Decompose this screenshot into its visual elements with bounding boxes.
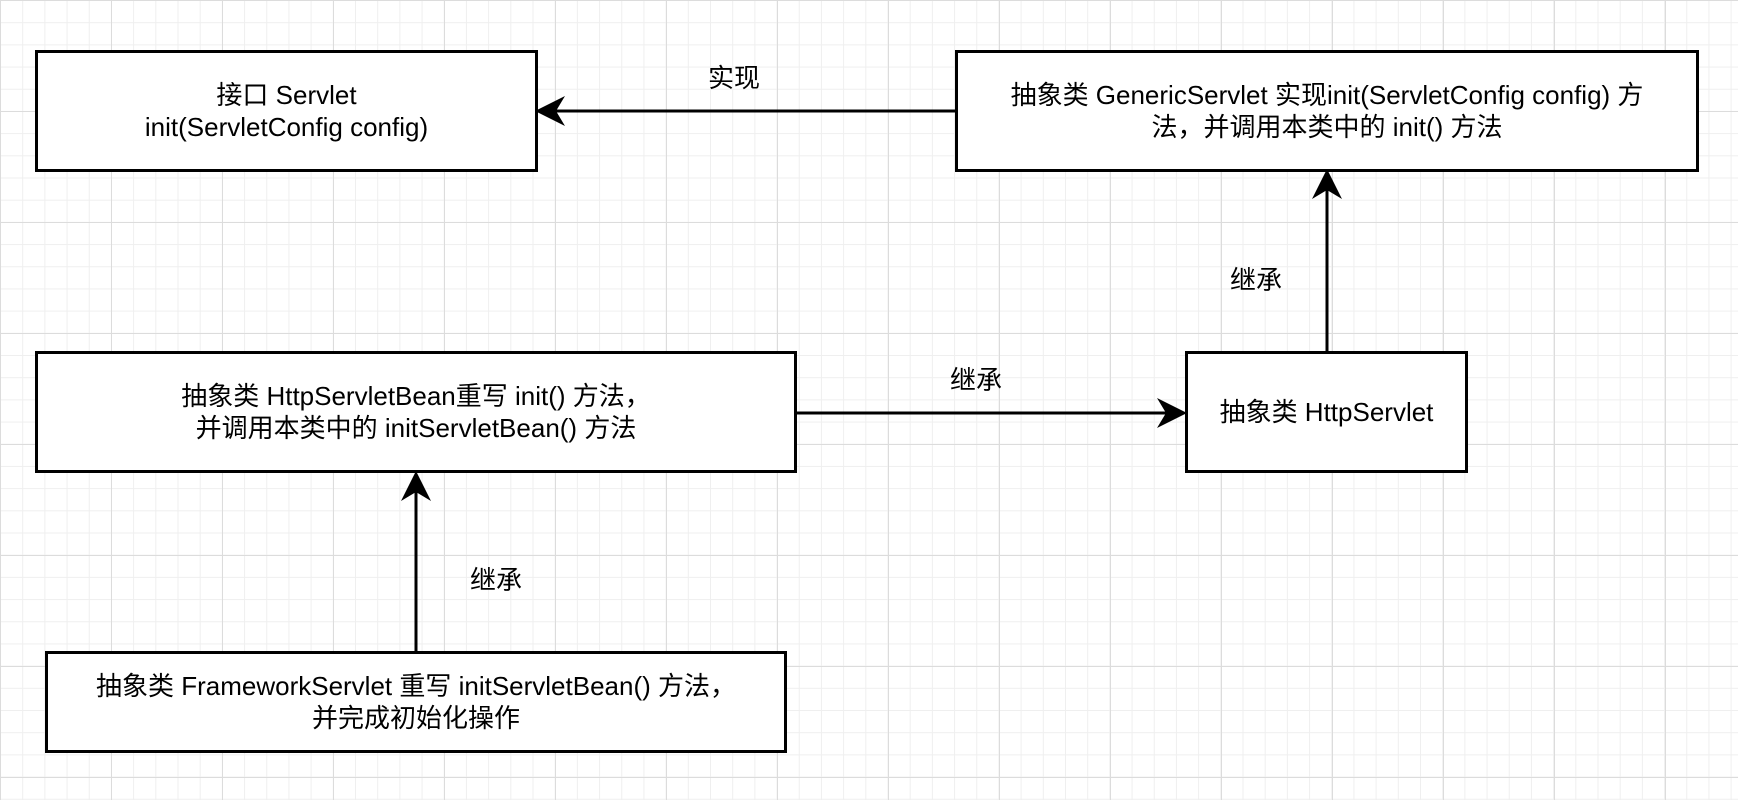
framework-servlet-line1: 抽象类 FrameworkServlet 重写 initServletBean(… (95, 670, 737, 701)
framework-servlet-line2: 并完成初始化操作 (311, 703, 520, 733)
servlet-interface-title: 接口 Servlet (216, 79, 357, 110)
http-servlet-title: 抽象类 HttpServlet (1219, 396, 1434, 427)
edge-label-extends-framework: 继承 (470, 565, 523, 595)
generic-servlet-line2: 法，并调用本类中的 init() 方法 (1151, 112, 1503, 142)
generic-servlet-line1: 抽象类 GenericServlet 实现init(ServletConfig … (1010, 79, 1644, 110)
servlet-interface-box: 接口 Servlet init(ServletConfig config) (35, 50, 538, 172)
generic-servlet-box: 抽象类 GenericServlet 实现init(ServletConfig … (955, 50, 1699, 172)
edge-label-extends-httpservlet: 继承 (1230, 265, 1283, 295)
framework-servlet-box: 抽象类 FrameworkServlet 重写 initServletBean(… (45, 651, 787, 753)
edge-label-extends-bean: 继承 (950, 365, 1003, 395)
http-servlet-bean-line1: 抽象类 HttpServletBean重写 init() 方法， (181, 380, 651, 411)
http-servlet-bean-box: 抽象类 HttpServletBean重写 init() 方法， 并调用本类中的… (35, 351, 797, 473)
http-servlet-box: 抽象类 HttpServlet (1185, 351, 1468, 473)
edge-label-implements: 实现 (708, 63, 761, 93)
http-servlet-bean-line2: 并调用本类中的 initServletBean() 方法 (195, 413, 637, 443)
servlet-interface-method: init(ServletConfig config) (144, 112, 429, 142)
